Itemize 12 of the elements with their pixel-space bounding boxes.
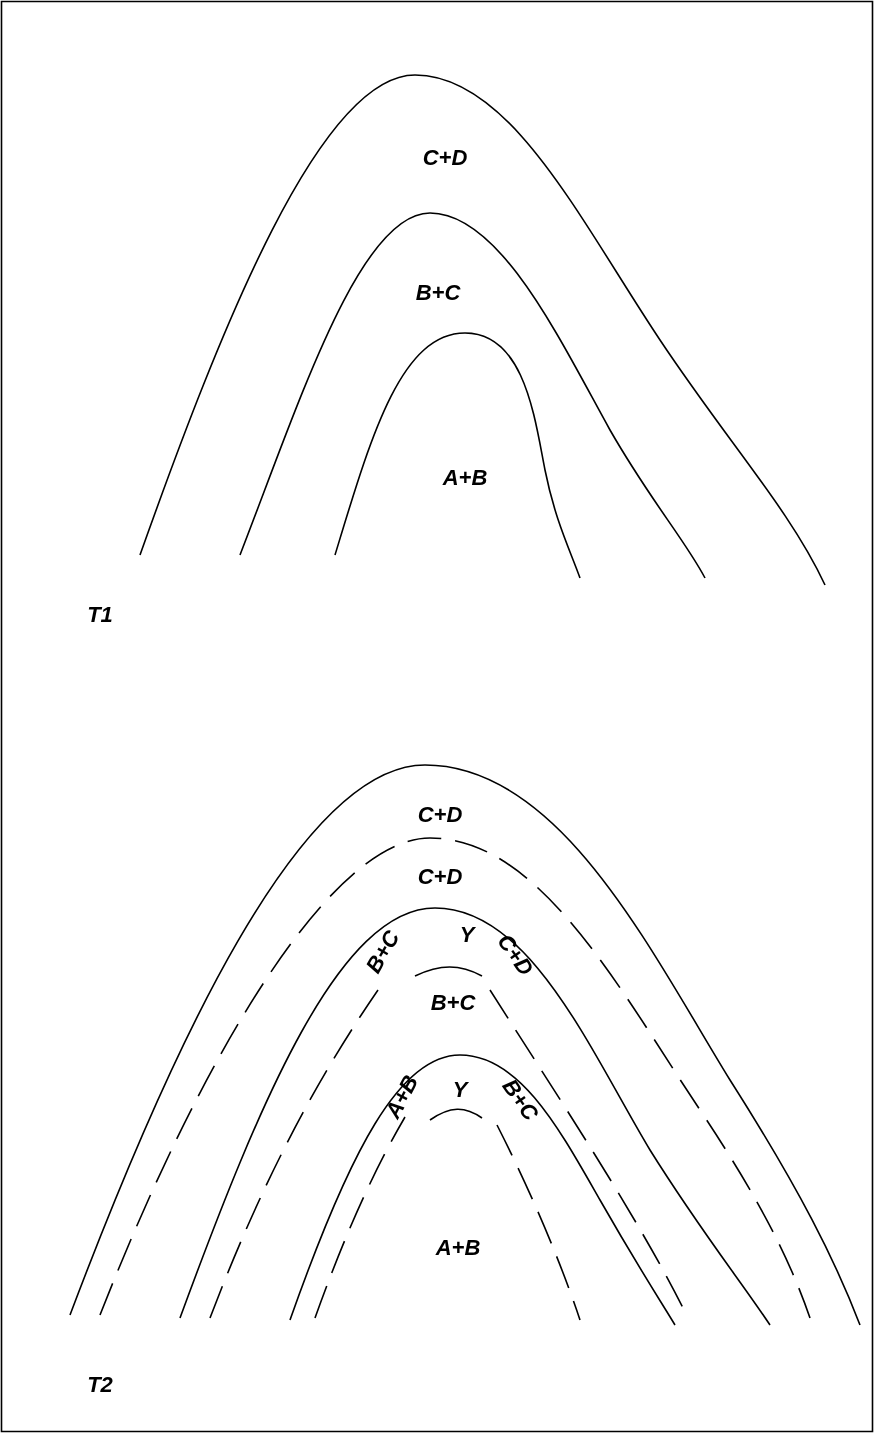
zone-label: A+B [442,467,488,489]
zone-label: B+C [415,282,461,304]
panel-label: T2 [87,1374,113,1396]
zone-label: A+B [435,1237,481,1259]
zone-label: Y [459,924,475,946]
zone-label: B+C [430,992,476,1014]
zone-label: C+D [422,147,468,169]
zone-label: Y [452,1079,468,1101]
zone-label: C+D [417,866,463,888]
zone-label: A+B [381,1072,423,1122]
zone-label: C+D [417,804,463,826]
panel-label: T1 [87,604,113,626]
